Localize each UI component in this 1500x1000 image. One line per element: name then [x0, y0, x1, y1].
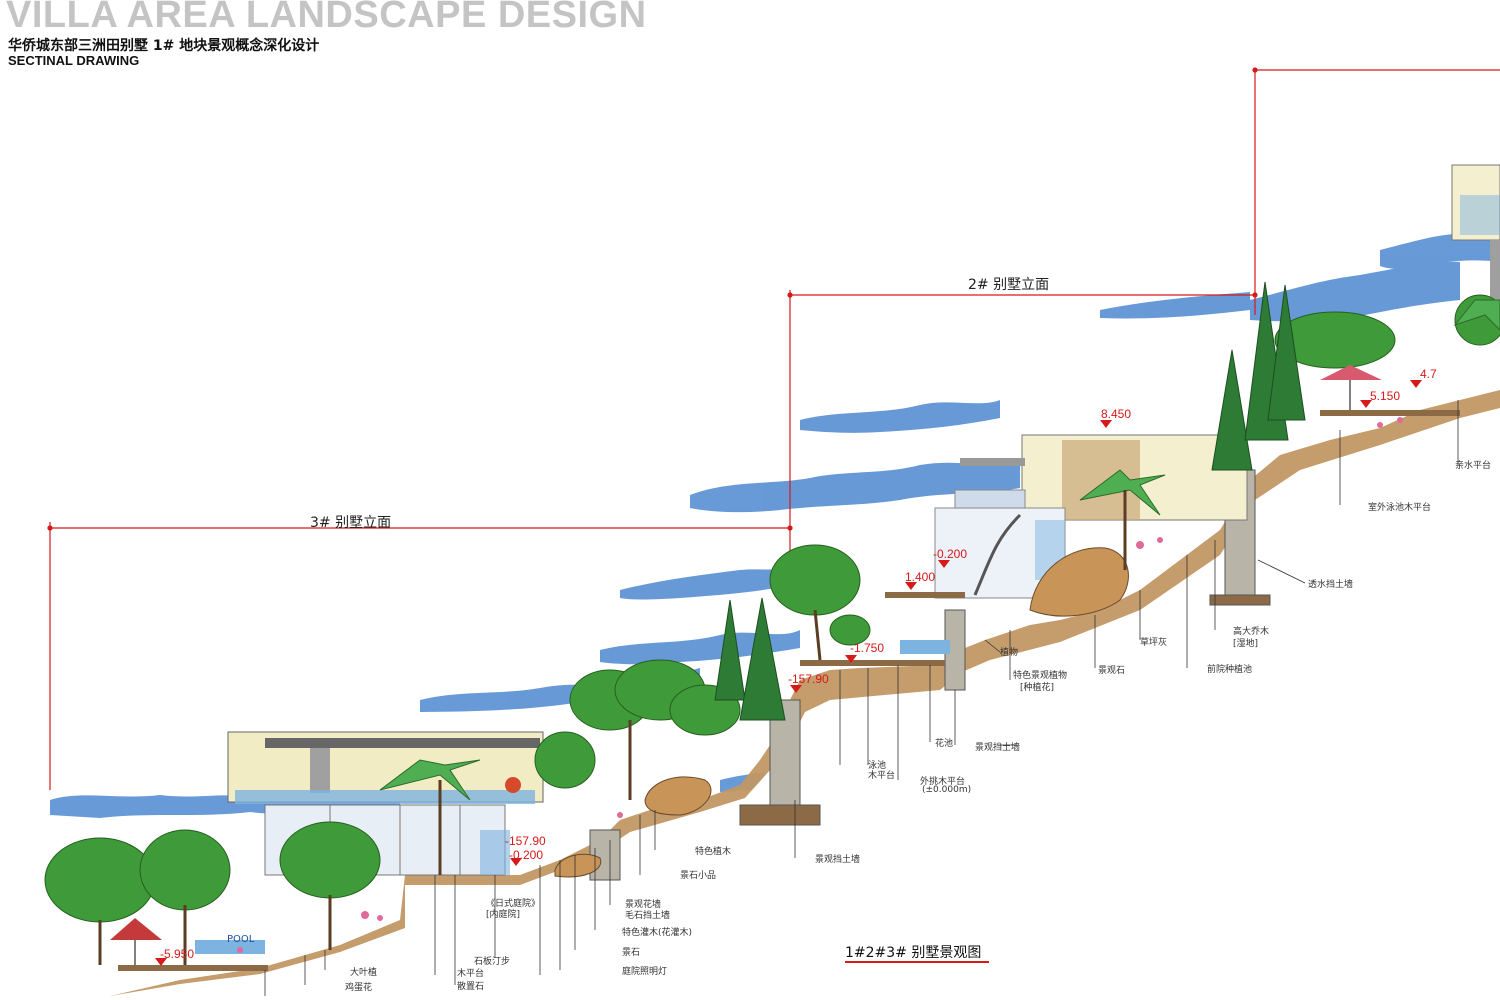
annotation-label: 木平台 — [457, 969, 485, 979]
annotation-label: 亲水平台 — [1455, 461, 1492, 471]
elevation-label: 4.7 — [1420, 367, 1437, 381]
annotation-label: 景石 — [622, 948, 641, 958]
umbrellas — [110, 365, 1382, 965]
decks — [118, 410, 1460, 971]
annotation-label: 室外泳池木平台 — [1368, 503, 1432, 513]
annotation-label: 景观挡土墙 — [815, 855, 861, 865]
annotation-label: 石板汀步 — [474, 957, 511, 967]
trees — [44, 281, 1500, 965]
annotation-label: 散置石 — [457, 982, 485, 992]
annotation-label: 草坪灰 — [1140, 638, 1168, 648]
villa-3-building — [227, 731, 544, 876]
annotation-label: [种植花] — [1020, 683, 1055, 693]
elevation-label: -157.90 — [788, 672, 829, 686]
annotation-label: 透水挡土墙 — [1308, 580, 1354, 590]
villa-2-elevation-label: 2# 别墅立面 — [968, 277, 1050, 293]
caption-underline — [845, 961, 989, 963]
annotation-label: 鸡蛋花 — [345, 983, 373, 993]
project-subtitle: 华侨城东部三洲田别墅 1# 地块景观概念深化设计 — [8, 38, 320, 54]
elevation-label: -157.90 — [505, 834, 546, 848]
annotation-label: 木平台 — [868, 771, 896, 781]
annotation-label: 景观挡土墙 — [975, 743, 1021, 753]
elevation-label: -1.750 — [850, 641, 885, 655]
dimension-lines — [47, 67, 1500, 790]
elevation-label: -5.950 — [160, 947, 195, 961]
annotation-label: 大叶植 — [350, 968, 378, 978]
annotation-label: 植物 — [1000, 648, 1019, 658]
drawing-caption: 1#2#3# 别墅景观图 — [845, 945, 982, 961]
villa-1-building — [1451, 164, 1500, 320]
annotation-label: [内庭院] — [486, 910, 521, 920]
annotation-label: 特色景观植物 — [1013, 671, 1068, 681]
annotation-label: 景观石 — [1098, 666, 1126, 676]
elevation-markers — [155, 380, 1422, 966]
leader-lines — [264, 400, 1459, 996]
elevation-label: -0.200 — [933, 547, 968, 561]
pool-label: POOL — [227, 934, 255, 945]
annotation-label: 前院种植池 — [1207, 665, 1253, 675]
elevation-label: 8.450 — [1101, 407, 1132, 421]
annotation-label: [湿地] — [1233, 639, 1259, 649]
annotation-label: 景石小品 — [680, 871, 717, 881]
annotation-label: 特色灌木(花灌木) — [622, 928, 693, 938]
annotation-label: 《日式庭院》 — [486, 899, 541, 909]
elevation-label: 5.150 — [1370, 389, 1401, 403]
sky-wash — [50, 233, 1500, 818]
annotation-label: 花池 — [935, 739, 954, 749]
annotation-label: 特色植木 — [695, 847, 732, 857]
page-title: VILLA AREA LANDSCAPE DESIGN — [6, 0, 647, 36]
annotation-label: 泳池 — [868, 761, 887, 771]
elevation-label: -0.200 — [509, 848, 544, 862]
annotation-label: 庭院照明灯 — [622, 967, 668, 977]
annotation-label: 毛石挡土墙 — [625, 911, 671, 921]
boulders — [554, 547, 1129, 878]
annotation-label: 景观花墙 — [625, 900, 662, 910]
elevation-label: 1.400 — [905, 570, 936, 584]
annotation-label: 高大乔木 — [1233, 627, 1270, 637]
drawing-type-label: SECTINAL DRAWING — [8, 53, 140, 68]
annotation-label: 外挑木平台 — [920, 777, 966, 787]
annotation-label: (±0.000m) — [922, 785, 972, 795]
ground-profile — [110, 390, 1500, 996]
villa-3-elevation-label: 3# 别墅立面 — [310, 515, 392, 531]
